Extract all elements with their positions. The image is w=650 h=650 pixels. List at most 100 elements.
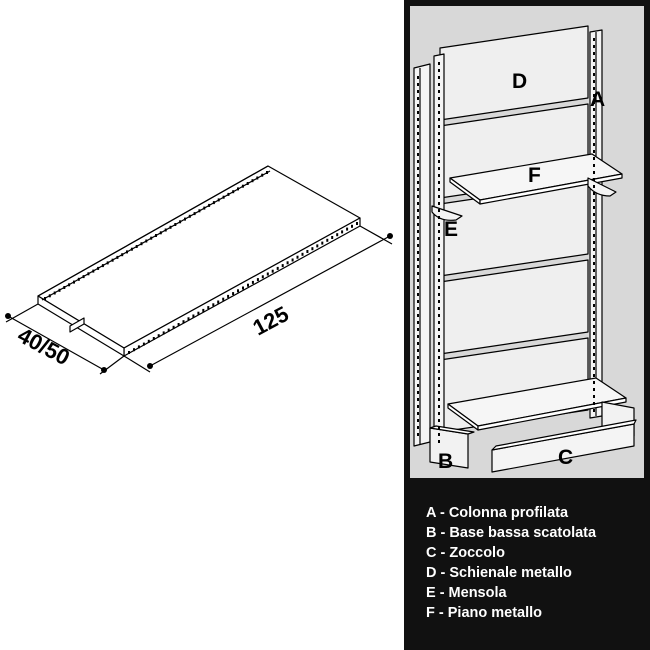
column-hole xyxy=(593,367,595,370)
column-hole xyxy=(593,164,595,167)
column-hole xyxy=(593,143,595,146)
perforation-hole xyxy=(251,280,254,284)
column-hole xyxy=(417,230,419,233)
perforation-hole xyxy=(331,236,334,239)
column-hole xyxy=(593,101,595,104)
column-hole xyxy=(417,349,419,352)
dimension-length-label: 125 xyxy=(249,301,293,340)
perforation-hole xyxy=(121,253,124,257)
column-hole xyxy=(593,80,595,83)
column-hole xyxy=(417,398,419,401)
column-hole xyxy=(593,171,595,174)
perforation-hole xyxy=(133,348,135,352)
column-hole xyxy=(417,111,419,114)
column-hole xyxy=(593,206,595,209)
column-hole xyxy=(438,328,440,331)
perforation-hole xyxy=(321,241,324,245)
column-hole xyxy=(593,262,595,265)
perforation-hole xyxy=(237,289,239,293)
column-hole xyxy=(438,426,440,429)
perforation-hole xyxy=(92,269,95,273)
perforation-hole xyxy=(246,182,249,185)
perforation-hole xyxy=(222,195,225,199)
perforation-hole xyxy=(316,244,319,248)
column-hole xyxy=(417,202,419,205)
column-hole xyxy=(438,174,440,177)
column-hole xyxy=(417,181,419,184)
column-hole xyxy=(593,332,595,335)
perforation-hole xyxy=(197,311,200,315)
column-hole xyxy=(593,185,595,188)
perforation-hole xyxy=(281,264,284,268)
column-hole xyxy=(593,150,595,153)
perforation-hole xyxy=(167,328,170,332)
column-hole xyxy=(417,321,419,324)
column-hole xyxy=(417,125,419,128)
column-hole xyxy=(438,321,440,324)
column-hole xyxy=(438,433,440,436)
perforation-hole xyxy=(174,223,177,226)
column-hole xyxy=(417,272,419,275)
column-hole xyxy=(417,426,419,429)
perforation-hole xyxy=(241,184,244,188)
column-hole xyxy=(593,409,595,412)
perforation-hole xyxy=(169,225,172,229)
column-hole xyxy=(593,192,595,195)
column-perforations xyxy=(417,38,595,443)
perforation-hole xyxy=(217,300,220,304)
perforation-hole xyxy=(247,283,249,287)
column-hole xyxy=(417,405,419,408)
column-hole xyxy=(417,153,419,156)
column-hole xyxy=(417,118,419,121)
column-hole xyxy=(417,314,419,317)
perforation-hole xyxy=(341,230,344,234)
column-hole xyxy=(417,209,419,212)
perforation-hole xyxy=(116,255,119,259)
dim-line-125 xyxy=(149,235,391,367)
column-hole xyxy=(438,258,440,261)
column-hole xyxy=(417,160,419,163)
column-hole xyxy=(417,279,419,282)
perforation-hole xyxy=(162,331,165,335)
column-hole xyxy=(593,66,595,69)
column-hole xyxy=(593,269,595,272)
column-hole xyxy=(593,374,595,377)
column-hole xyxy=(417,104,419,107)
column-hole xyxy=(438,314,440,317)
column-hole xyxy=(438,279,440,282)
perforation-hole xyxy=(128,351,130,354)
perforation-hole xyxy=(301,252,304,256)
shelf-perforations xyxy=(44,171,358,354)
column-hole xyxy=(417,174,419,177)
column-hole xyxy=(417,419,419,422)
perforation-hole xyxy=(266,171,268,174)
column-hole xyxy=(593,381,595,384)
perforation-hole xyxy=(68,283,71,287)
column-hole xyxy=(417,377,419,380)
column-hole xyxy=(593,297,595,300)
perforation-hole xyxy=(227,192,230,196)
column-hole xyxy=(417,335,419,338)
column-hole xyxy=(438,300,440,303)
perforation-hole xyxy=(208,203,211,207)
perforation-hole xyxy=(232,292,235,296)
perforation-hole xyxy=(311,247,314,251)
column-hole xyxy=(417,391,419,394)
perforation-hole xyxy=(217,198,220,202)
column-hole xyxy=(593,234,595,237)
perforation-hole xyxy=(53,291,56,295)
column-hole xyxy=(417,83,419,86)
perforation-hole xyxy=(212,303,215,307)
column-hole xyxy=(438,391,440,394)
column-hole xyxy=(438,83,440,86)
column-hole xyxy=(593,290,595,293)
perforation-hole xyxy=(192,314,195,318)
perforation-hole xyxy=(101,264,104,268)
column-hole xyxy=(438,160,440,163)
label-a: A xyxy=(590,88,605,111)
column-hole xyxy=(593,73,595,76)
column-hole xyxy=(593,353,595,356)
perforation-hole xyxy=(193,212,196,216)
column-hole xyxy=(417,223,419,226)
column-hole xyxy=(438,97,440,100)
